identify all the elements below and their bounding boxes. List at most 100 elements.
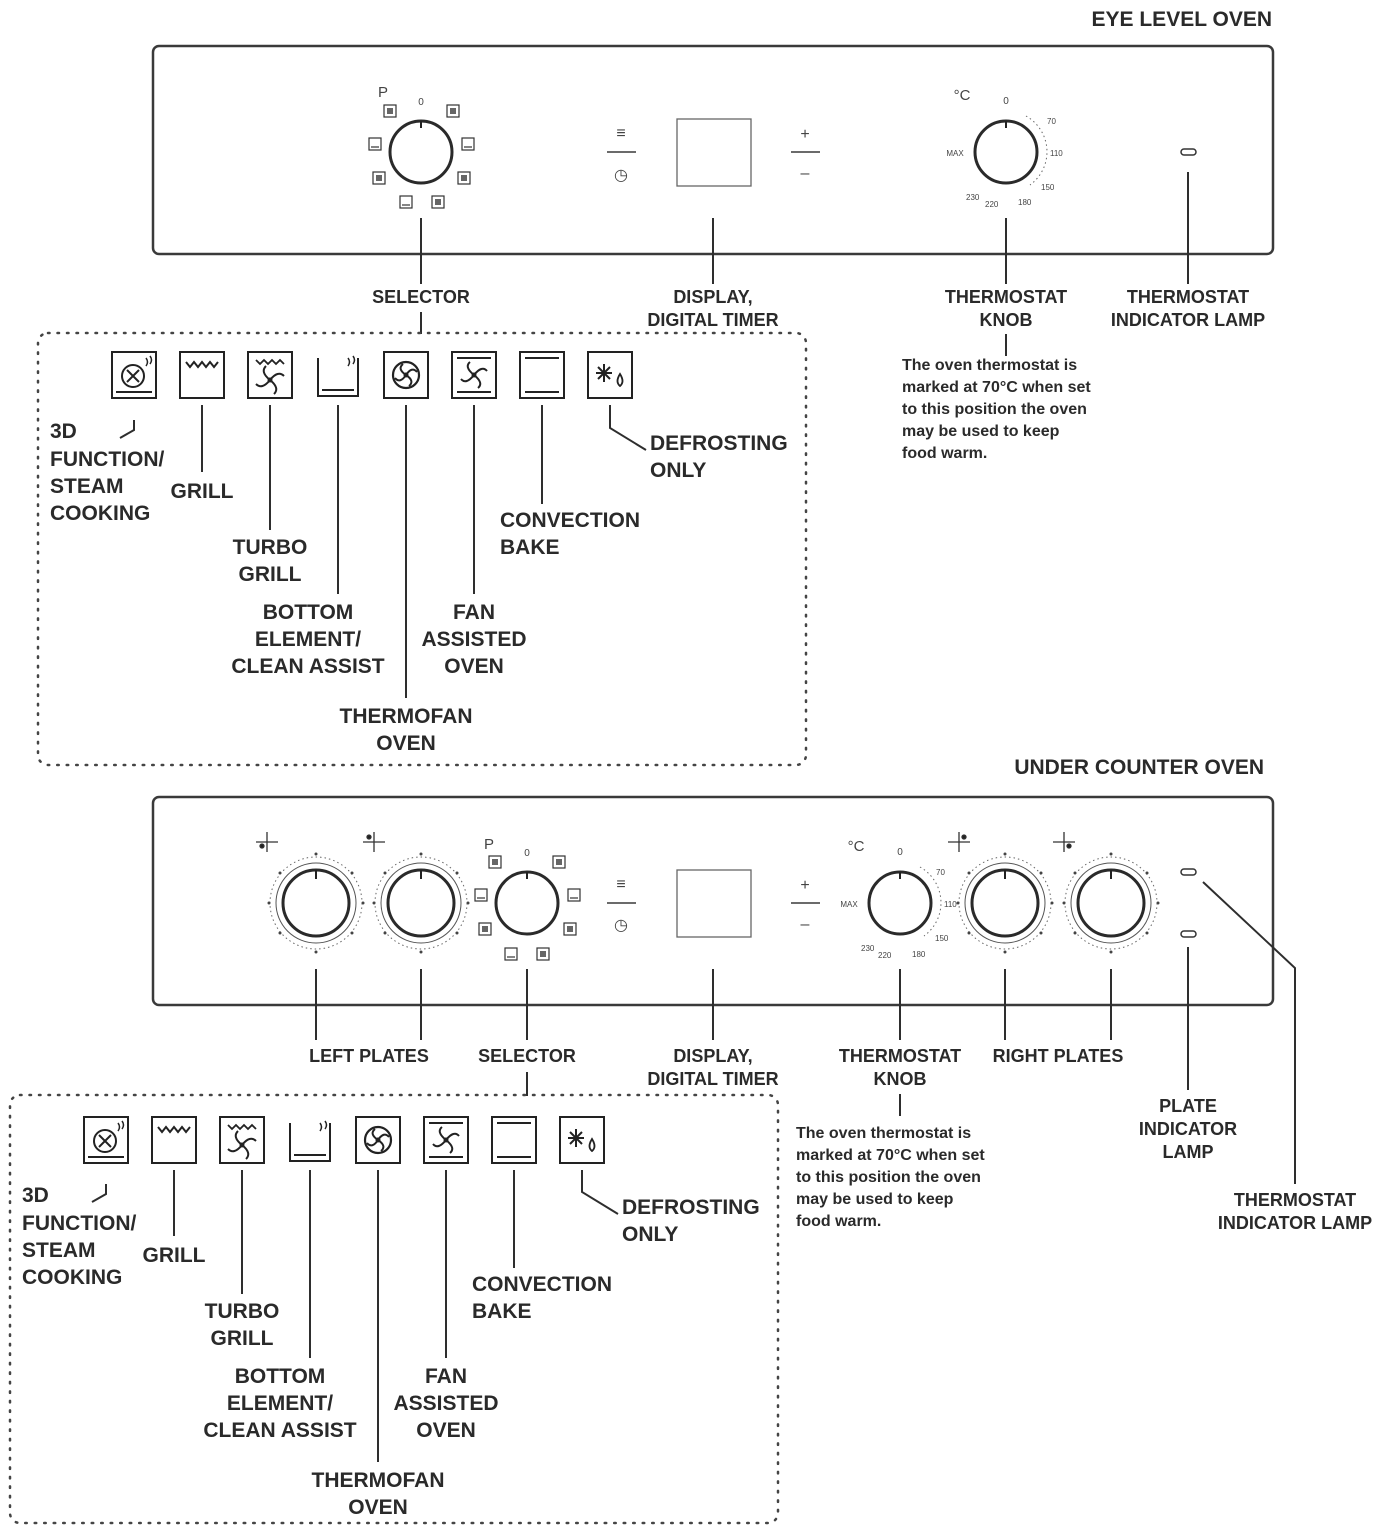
eye-selector-p: P xyxy=(378,84,388,101)
eye-label-turbo-grill: TURBO GRILL xyxy=(233,536,308,586)
selector-mark-icon xyxy=(563,922,577,936)
label-line: BAKE xyxy=(500,536,560,559)
leader-line xyxy=(1202,881,1296,1184)
label-line: INDICATOR xyxy=(1139,1119,1237,1139)
plate-indicator-lamp-label: PLATE INDICATOR LAMP xyxy=(1139,1096,1237,1162)
label-line: 3D xyxy=(50,420,77,443)
label-line: FUNCTION/ xyxy=(22,1212,136,1235)
right-plate-knob-2[interactable] xyxy=(1061,851,1161,955)
fan-assisted-icon xyxy=(423,1116,469,1164)
clock-icon[interactable]: ◷ xyxy=(614,167,628,184)
selector-mark-icon xyxy=(536,947,550,961)
scale-mark: 70 xyxy=(936,868,945,877)
selector-mark-icon xyxy=(383,104,397,118)
right-plate-knob-1[interactable] xyxy=(955,851,1055,955)
selector-mark-icon xyxy=(461,137,475,151)
left-plate-knob-2[interactable] xyxy=(371,851,471,955)
selector-mark-icon xyxy=(372,171,386,185)
under-thermostat-knob[interactable] xyxy=(867,866,942,937)
label-line: PLATE xyxy=(1159,1096,1217,1116)
note-line: may be used to keep xyxy=(902,423,1060,440)
eye-thermostat-knob-label: KNOB xyxy=(980,310,1033,330)
selector-mark-icon xyxy=(457,171,471,185)
label-line: FUNCTION/ xyxy=(50,448,164,471)
eye-thermostat-note: The oven thermostat is marked at 70°C wh… xyxy=(902,357,1091,462)
selector-mark-icon xyxy=(431,195,445,209)
label-line: OVEN xyxy=(348,1496,408,1519)
eye-display-label: DIGITAL TIMER xyxy=(647,310,778,330)
under-thermo-zero: 0 xyxy=(897,847,903,858)
eye-thermostat-knob-label: THERMOSTAT xyxy=(945,287,1067,307)
label-line: TURBO xyxy=(205,1300,280,1323)
label-line: BOTTOM xyxy=(235,1365,326,1388)
eye-label-bottom-element: BOTTOM ELEMENT/ CLEAN ASSIST xyxy=(231,601,384,678)
eye-thermo-unit: °C xyxy=(954,87,971,104)
under-thermostat-indicator-lamp xyxy=(1180,868,1197,876)
eye-selector-zero: 0 xyxy=(418,97,424,108)
grill-icon xyxy=(151,1116,197,1164)
eye-label-thermofan: THERMOFAN OVEN xyxy=(340,705,473,755)
selector-mark-icon xyxy=(474,888,488,902)
defrost-icon xyxy=(559,1116,605,1164)
scale-mark: 110 xyxy=(944,900,957,909)
label-line: THERMOSTAT xyxy=(1234,1190,1356,1210)
note-line: marked at 70°C when set xyxy=(902,379,1091,396)
scale-mark: 230 xyxy=(966,193,980,202)
under-thermo-max: MAX xyxy=(840,900,858,909)
under-display-label: DIGITAL TIMER xyxy=(647,1069,778,1089)
label-line: CLEAN ASSIST xyxy=(203,1419,356,1442)
under-display-label: DISPLAY, xyxy=(673,1046,752,1066)
under-display-screen xyxy=(676,869,752,938)
eye-heading: EYE LEVEL OVEN xyxy=(1092,8,1273,31)
eye-label-defrost: DEFROSTING ONLY xyxy=(650,432,788,482)
label-line: TURBO xyxy=(233,536,308,559)
selector-mark-icon xyxy=(567,888,581,902)
plus-button[interactable]: + xyxy=(800,126,809,143)
grill-icon xyxy=(179,351,225,399)
label-line: COOKING xyxy=(22,1266,122,1289)
turbo-grill-icon xyxy=(247,351,293,399)
under-selector-p: P xyxy=(484,836,494,853)
label-line: BOTTOM xyxy=(263,601,354,624)
left-plates-label: LEFT PLATES xyxy=(309,1046,429,1066)
clock-icon[interactable]: ◷ xyxy=(614,917,628,934)
minus-button[interactable]: – xyxy=(801,916,810,933)
label-line: CONVECTION xyxy=(472,1273,612,1296)
under-thermo-unit: °C xyxy=(848,838,865,855)
convection-bake-icon xyxy=(491,1116,537,1164)
menu-icon[interactable]: ≡ xyxy=(616,125,625,142)
label-line: ONLY xyxy=(622,1223,678,1246)
label-line: DEFROSTING xyxy=(650,432,788,455)
defrost-icon xyxy=(587,351,633,399)
label-line: OVEN xyxy=(376,732,436,755)
note-line: The oven thermostat is xyxy=(796,1125,971,1142)
under-selector-knob[interactable] xyxy=(474,855,581,961)
eye-thermostat-lamp-label: INDICATOR LAMP xyxy=(1111,310,1265,330)
thermofan-icon xyxy=(354,1115,402,1165)
label-line: OVEN xyxy=(416,1419,476,1442)
label-line: FAN xyxy=(425,1365,467,1388)
fan-assisted-icon xyxy=(451,351,497,399)
plus-button[interactable]: + xyxy=(800,877,809,894)
scale-mark: 180 xyxy=(912,950,926,959)
selector-mark-icon xyxy=(504,947,518,961)
left-plate-knob-1[interactable] xyxy=(266,851,366,955)
eye-selector-knob[interactable] xyxy=(368,104,475,209)
scale-mark: 230 xyxy=(861,944,875,953)
under-plate-indicator-lamp xyxy=(1180,930,1197,938)
under-label-thermofan: THERMOFAN OVEN xyxy=(312,1469,445,1519)
label-line: INDICATOR LAMP xyxy=(1218,1213,1372,1233)
label-line: STEAM xyxy=(50,475,124,498)
eye-thermostat-knob[interactable] xyxy=(973,115,1048,186)
label-line: FAN xyxy=(453,601,495,624)
plate-position-icon xyxy=(948,832,1075,852)
label-line: BAKE xyxy=(472,1300,532,1323)
note-line: may be used to keep xyxy=(796,1191,954,1208)
under-label-convection: CONVECTION BAKE xyxy=(472,1273,612,1323)
minus-button[interactable]: – xyxy=(801,165,810,182)
scale-mark: 180 xyxy=(1018,198,1032,207)
eye-label-3d-function: 3D FUNCTION/ STEAM COOKING xyxy=(50,420,164,525)
under-heading: UNDER COUNTER OVEN xyxy=(1014,756,1264,779)
menu-icon[interactable]: ≡ xyxy=(616,876,625,893)
leader-line xyxy=(91,1184,107,1203)
